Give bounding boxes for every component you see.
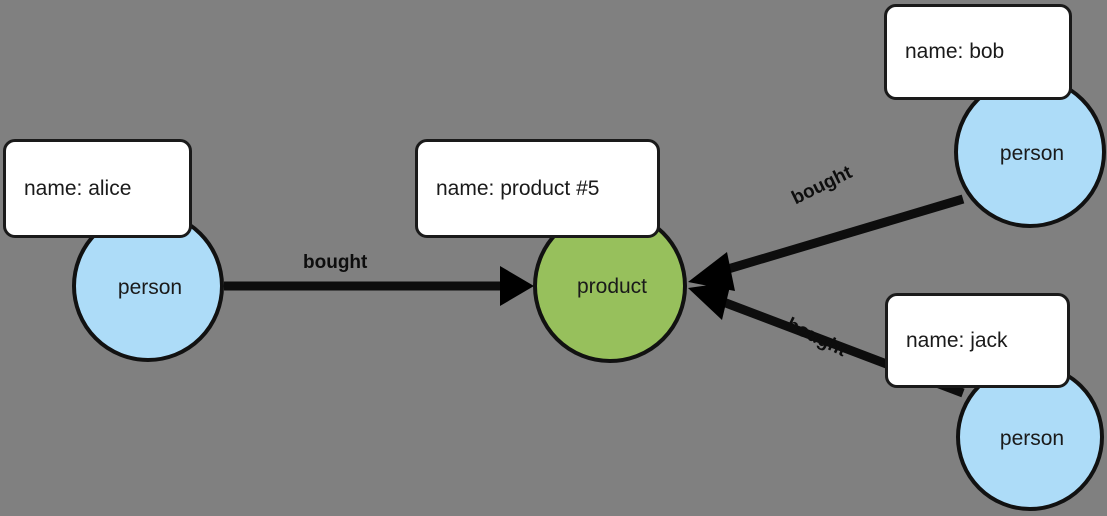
node-label: person [1000, 142, 1064, 165]
tooltip-bob[interactable]: name: bob [884, 4, 1072, 100]
node-label: person [1000, 427, 1064, 450]
tooltip-jack[interactable]: name: jack [885, 293, 1070, 388]
tooltip-text: name: alice [24, 176, 132, 200]
tooltip-alice[interactable]: name: alice [3, 139, 192, 238]
tooltip-text: name: bob [905, 40, 1005, 63]
tooltip-text: name: jack [906, 328, 1008, 352]
tooltip-product[interactable]: name: product #5 [415, 139, 660, 238]
arrowhead-icon [500, 266, 534, 306]
arrowhead-icon [688, 252, 735, 291]
tooltip-text: name: product #5 [436, 176, 600, 200]
edge-bob-bought-product[interactable] [688, 194, 965, 291]
arrowhead-icon [688, 282, 731, 320]
node-bob[interactable]: person [954, 76, 1106, 228]
node-label: product [577, 275, 647, 298]
node-label: person [118, 276, 182, 299]
edge-alice-bought-product[interactable] [224, 266, 534, 306]
edge-label-alice-product: bought [303, 252, 368, 273]
edge-line [716, 194, 965, 277]
node-alice[interactable]: person [72, 210, 224, 362]
